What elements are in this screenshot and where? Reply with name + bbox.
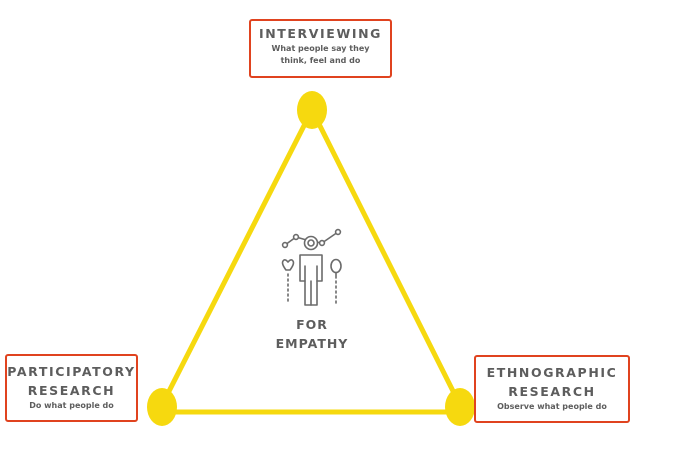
vertex-right: [445, 388, 475, 426]
ethnographic-research-box: ETHNOGRAPHIC RESEARCH Observe what peopl…: [474, 355, 630, 423]
vertex-left: [147, 388, 177, 426]
center-label-for: FOR: [296, 317, 328, 332]
ethnographic-subtitle: Observe what people do: [497, 402, 607, 411]
participatory-subtitle: Do what people do: [29, 401, 114, 410]
participatory-title-line1: PARTICIPATORY: [7, 364, 136, 379]
person-with-data-icon: [281, 228, 342, 306]
interviewing-title: INTERVIEWING: [258, 26, 383, 41]
ethnographic-title-line2: RESEARCH: [508, 384, 596, 399]
edge-top-left: [159, 107, 315, 408]
center-label-empathy: EMPATHY: [275, 336, 349, 351]
vertex-top: [297, 91, 327, 129]
interviewing-box: INTERVIEWING What people say they think,…: [249, 19, 392, 78]
participatory-title-line2: RESEARCH: [27, 383, 116, 398]
participatory-research-box: PARTICIPATORY RESEARCH Do what people do: [5, 354, 138, 422]
edge-top-right: [309, 107, 463, 408]
interviewing-subtitle: What people say they think, feel and do: [271, 44, 370, 65]
ethnographic-title-line1: ETHNOGRAPHIC: [486, 365, 618, 380]
